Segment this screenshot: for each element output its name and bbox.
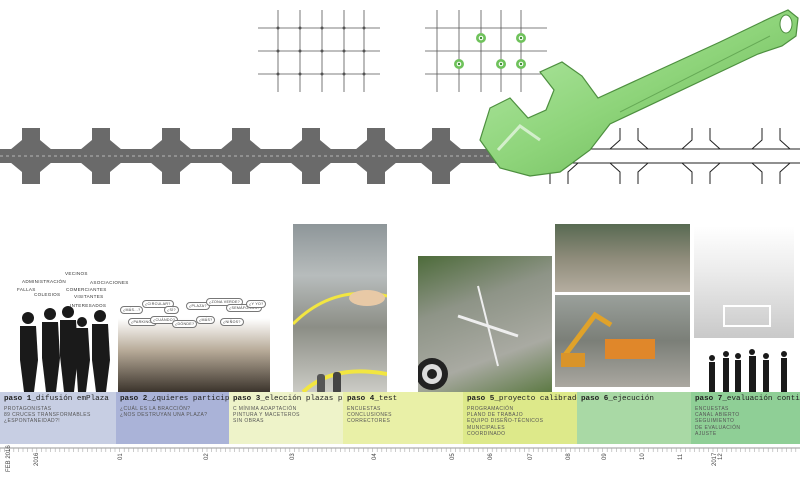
photo-pilot-plaza — [293, 224, 387, 396]
wrench-icon — [479, 9, 799, 177]
speech-bubble: ¿CIRCULAR? — [142, 300, 174, 308]
crowd-label: VISITANTES — [74, 294, 104, 299]
speech-bubble: ¿SÍ? — [164, 306, 179, 314]
photo-construction — [555, 295, 690, 387]
crowd-label: FALLAS — [17, 287, 36, 292]
speech-bubble: ¿ZONA VERDE? — [206, 298, 243, 306]
timeline-axis — [0, 447, 800, 452]
photo-test-plaza — [418, 256, 552, 392]
timeline-year-label: 2016 — [34, 452, 40, 466]
timeline-month-label: 05 — [450, 453, 456, 460]
photo-children-playing — [694, 226, 794, 338]
speech-bubble: ¿DÓNDE? — [172, 320, 198, 328]
step-6: paso 6_ejecución — [577, 392, 691, 444]
photo-participation-meeting — [118, 300, 270, 392]
timeline-month-label: 10 — [640, 453, 646, 460]
timeline-start-label: FEB 2016 — [6, 445, 12, 472]
speech-bubble: ¿SEMÁFOROS? — [226, 304, 263, 312]
timeline-month-label: 2017 — [712, 452, 718, 466]
step-2: paso 2_¿quieres participar? ¿CUÁL ES LA … — [116, 392, 229, 444]
speech-bubble: ¿MÁS? — [196, 316, 216, 324]
crowd-label: COLEGIOS — [34, 292, 61, 297]
speech-bubble: ¿MÁS...? — [120, 306, 144, 314]
crowd-label: VECINOS — [65, 271, 88, 276]
timeline-month-label: 01 — [118, 453, 124, 460]
street-grid-plazas-icon — [425, 10, 547, 92]
street-grid-icon — [258, 10, 380, 92]
timeline-month-label: 11 — [678, 453, 684, 460]
speech-bubble: ¿Y YO? — [246, 300, 267, 308]
step-7: paso 7_evaluación continua ENCUESTASCANA… — [691, 392, 800, 444]
crowd-label: ASOCIACIONES — [90, 280, 129, 285]
speech-bubble: ¿NIÑOS? — [220, 318, 244, 326]
crowd-silhouette-icon — [20, 306, 110, 392]
timeline-month-label: 08 — [566, 453, 572, 460]
timeline-month-label: 03 — [290, 453, 296, 460]
street-crossings-strip — [0, 128, 800, 184]
timeline-month-label: 12 — [718, 453, 724, 460]
step-3: paso 3_elección plazas piloto C MÍNIMA A… — [229, 392, 343, 444]
crowd-label: COMERCIANTES — [66, 287, 107, 292]
photo-plaza-people — [555, 224, 690, 292]
crowd-label: INTERESADOS — [70, 303, 107, 308]
timeline-month-label: 02 — [204, 453, 210, 460]
timeline-month-label: 06 — [488, 453, 494, 460]
speech-bubble: ¿PLAZA? — [186, 302, 210, 310]
timeline-month-label: 07 — [528, 453, 534, 460]
timeline-month-label: 09 — [602, 453, 608, 460]
crowd-label: ADMINISTRACIÓN — [22, 279, 67, 284]
timeline-month-label: 04 — [372, 453, 378, 460]
people-silhouette-icon — [709, 349, 787, 392]
